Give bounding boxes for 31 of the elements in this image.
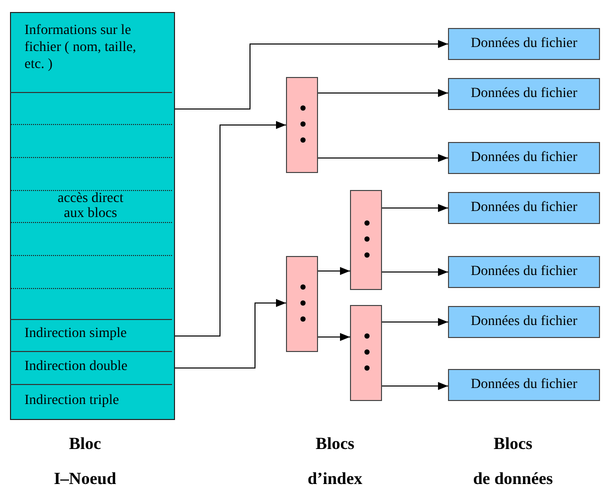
data-block: Données du fichier — [448, 256, 600, 288]
index-block — [350, 305, 382, 401]
arrow — [382, 268, 448, 276]
data-block: Données du fichier — [448, 142, 600, 174]
arrow — [382, 382, 448, 390]
column-caption: Blocs d’index — [308, 433, 362, 486]
inode-field: Informations sur le fichier ( nom, taille, etc. ) — [10, 12, 172, 92]
index-block — [286, 256, 318, 352]
inode-field: Indirection triple — [10, 384, 172, 420]
inode-block — [10, 12, 175, 420]
inode-field: Indirection simple — [10, 320, 172, 352]
arrow — [174, 299, 286, 368]
inode-field: Indirection double — [10, 352, 172, 384]
arrow — [382, 318, 448, 326]
arrow — [174, 40, 448, 110]
data-block: Données du fichier — [448, 192, 600, 224]
column-caption: Blocs de données — [473, 433, 553, 486]
data-block: Données du fichier — [448, 28, 600, 60]
data-block: Données du fichier — [448, 78, 600, 110]
arrow — [318, 267, 350, 275]
index-block — [286, 77, 318, 173]
data-block: Données du fichier — [448, 306, 600, 338]
arrow — [174, 121, 286, 336]
column-caption: Bloc I–Noeud — [54, 433, 116, 486]
index-block — [350, 190, 382, 290]
arrow — [318, 333, 350, 341]
arrow — [318, 154, 448, 162]
arrow — [318, 89, 448, 97]
data-block: Données du fichier — [448, 369, 600, 401]
inode-field: accès direct aux blocs — [10, 124, 172, 320]
arrow — [382, 204, 448, 212]
